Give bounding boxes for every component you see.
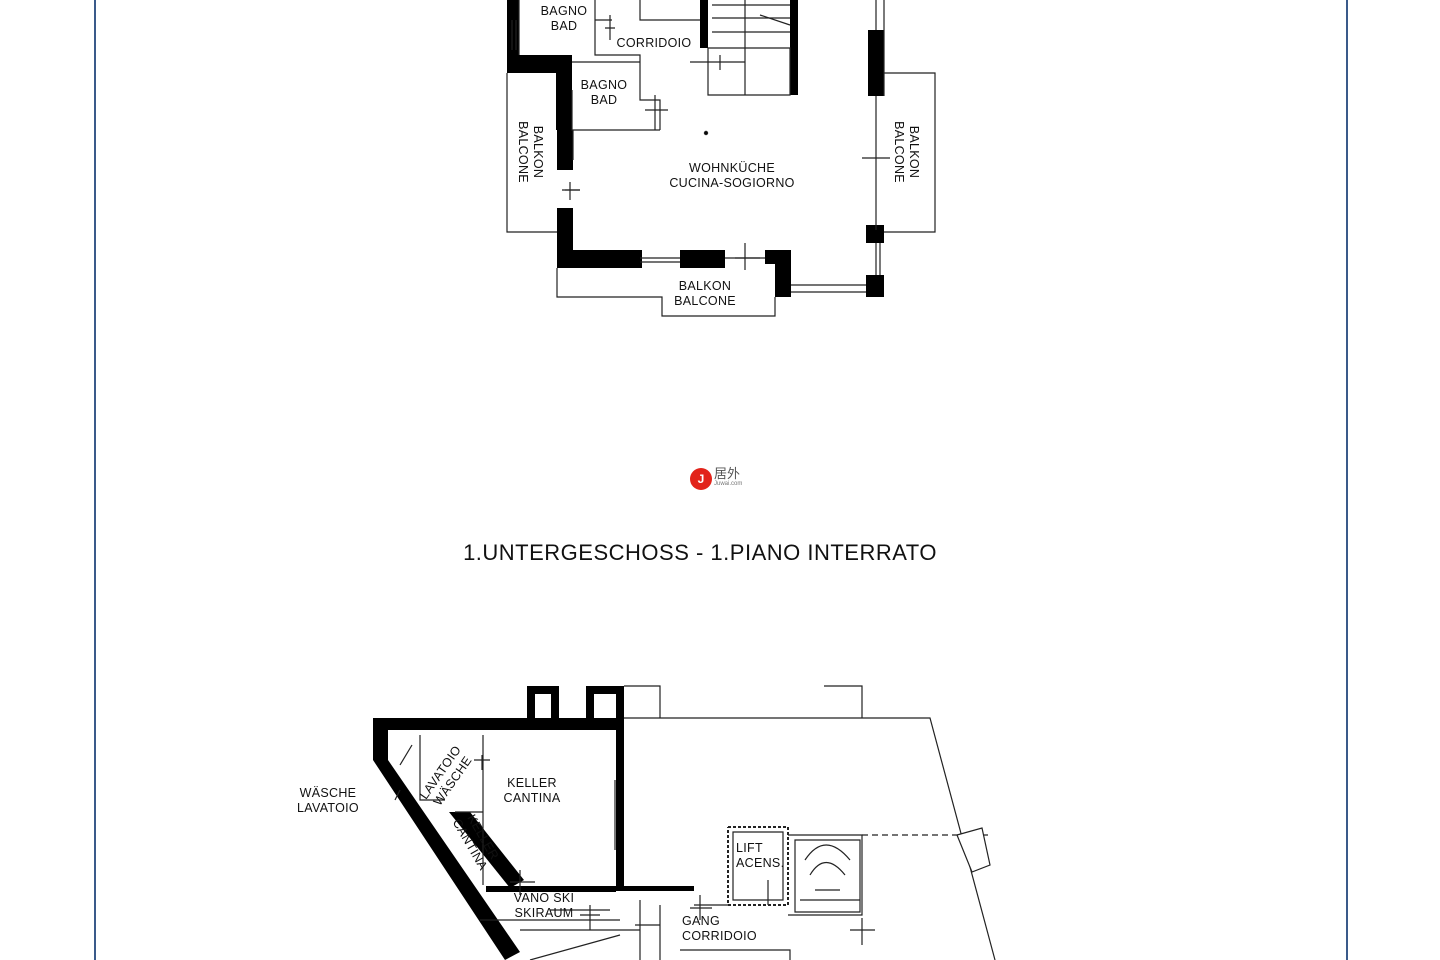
room-name-de: SKIRAUM — [514, 906, 574, 920]
room-label-balkon-right: BALKON BALCONE — [891, 112, 921, 192]
juwai-watermark: J 居外 Juwai.com — [690, 466, 743, 490]
room-name-it: BAGNO — [580, 78, 628, 92]
floor-title-basement: 1.UNTERGESCHOSS - 1.PIANO INTERRATO — [463, 540, 937, 565]
juwai-logo-icon: J — [690, 468, 712, 490]
room-name-de: GANG — [682, 914, 721, 928]
upper-walls — [507, 0, 884, 297]
room-name-it: BALCONE — [516, 121, 530, 183]
room-name-it: BAGNO — [540, 4, 588, 18]
watermark-cn: 居外 — [714, 466, 741, 481]
room-label-corridoio-top: CORRIDOIO — [606, 36, 702, 51]
room-label-bagno-1: BAGNO BAD — [532, 4, 596, 34]
room-name-it: LAVATOIO — [297, 801, 359, 815]
room-name-de: BALKON — [907, 125, 921, 179]
upper-floor-plan — [506, 0, 936, 317]
room-name-it: BALCONE — [892, 121, 906, 183]
room-name-de: BAD — [590, 93, 618, 107]
room-name-it: CANTINA — [503, 791, 561, 805]
room-label-gang: GANG CORRIDOIO — [682, 914, 768, 944]
room-name-de: KELLER — [507, 776, 557, 790]
room-label-lift: LIFT ACENS. — [736, 841, 786, 871]
room-label-bagno-2: BAGNO BAD — [572, 78, 636, 108]
room-name-it: CORRIDOIO — [682, 929, 757, 943]
basement-plan — [373, 685, 996, 960]
room-name-de: BAD — [550, 19, 578, 33]
room-name-de: WOHNKÜCHE — [688, 161, 776, 175]
room-name-de: BALKON — [678, 279, 732, 293]
room-label-vano-ski: VANO SKI SKIRAUM — [508, 891, 580, 921]
room-name-de: BALKON — [531, 125, 545, 179]
frame-right-border — [1346, 0, 1348, 960]
room-name-de: LIFT — [736, 841, 763, 855]
room-name-it: VANO SKI — [513, 891, 575, 905]
watermark-en: Juwai.com — [714, 481, 743, 487]
room-name-it: ACENS. — [736, 856, 785, 870]
room-label-keller-1: KELLER CANTINA — [496, 776, 568, 806]
room-name-it: BALCONE — [674, 294, 736, 308]
room-label-wohnkueche: WOHNKÜCHE CUCINA-SOGIORNO — [652, 161, 812, 191]
room-name: CORRIDOIO — [616, 36, 692, 50]
basement-walls — [373, 686, 694, 960]
room-label-balkon-left: BALKON BALCONE — [515, 112, 545, 192]
room-label-balkon-bottom: BALKON BALCONE — [662, 279, 748, 309]
room-label-waesche-outside: WÄSCHE LAVATOIO — [296, 786, 360, 816]
room-name-it: CUCINA-SOGIORNO — [669, 176, 795, 190]
frame-left-border — [94, 0, 96, 960]
room-name-de: WÄSCHE — [299, 786, 357, 800]
